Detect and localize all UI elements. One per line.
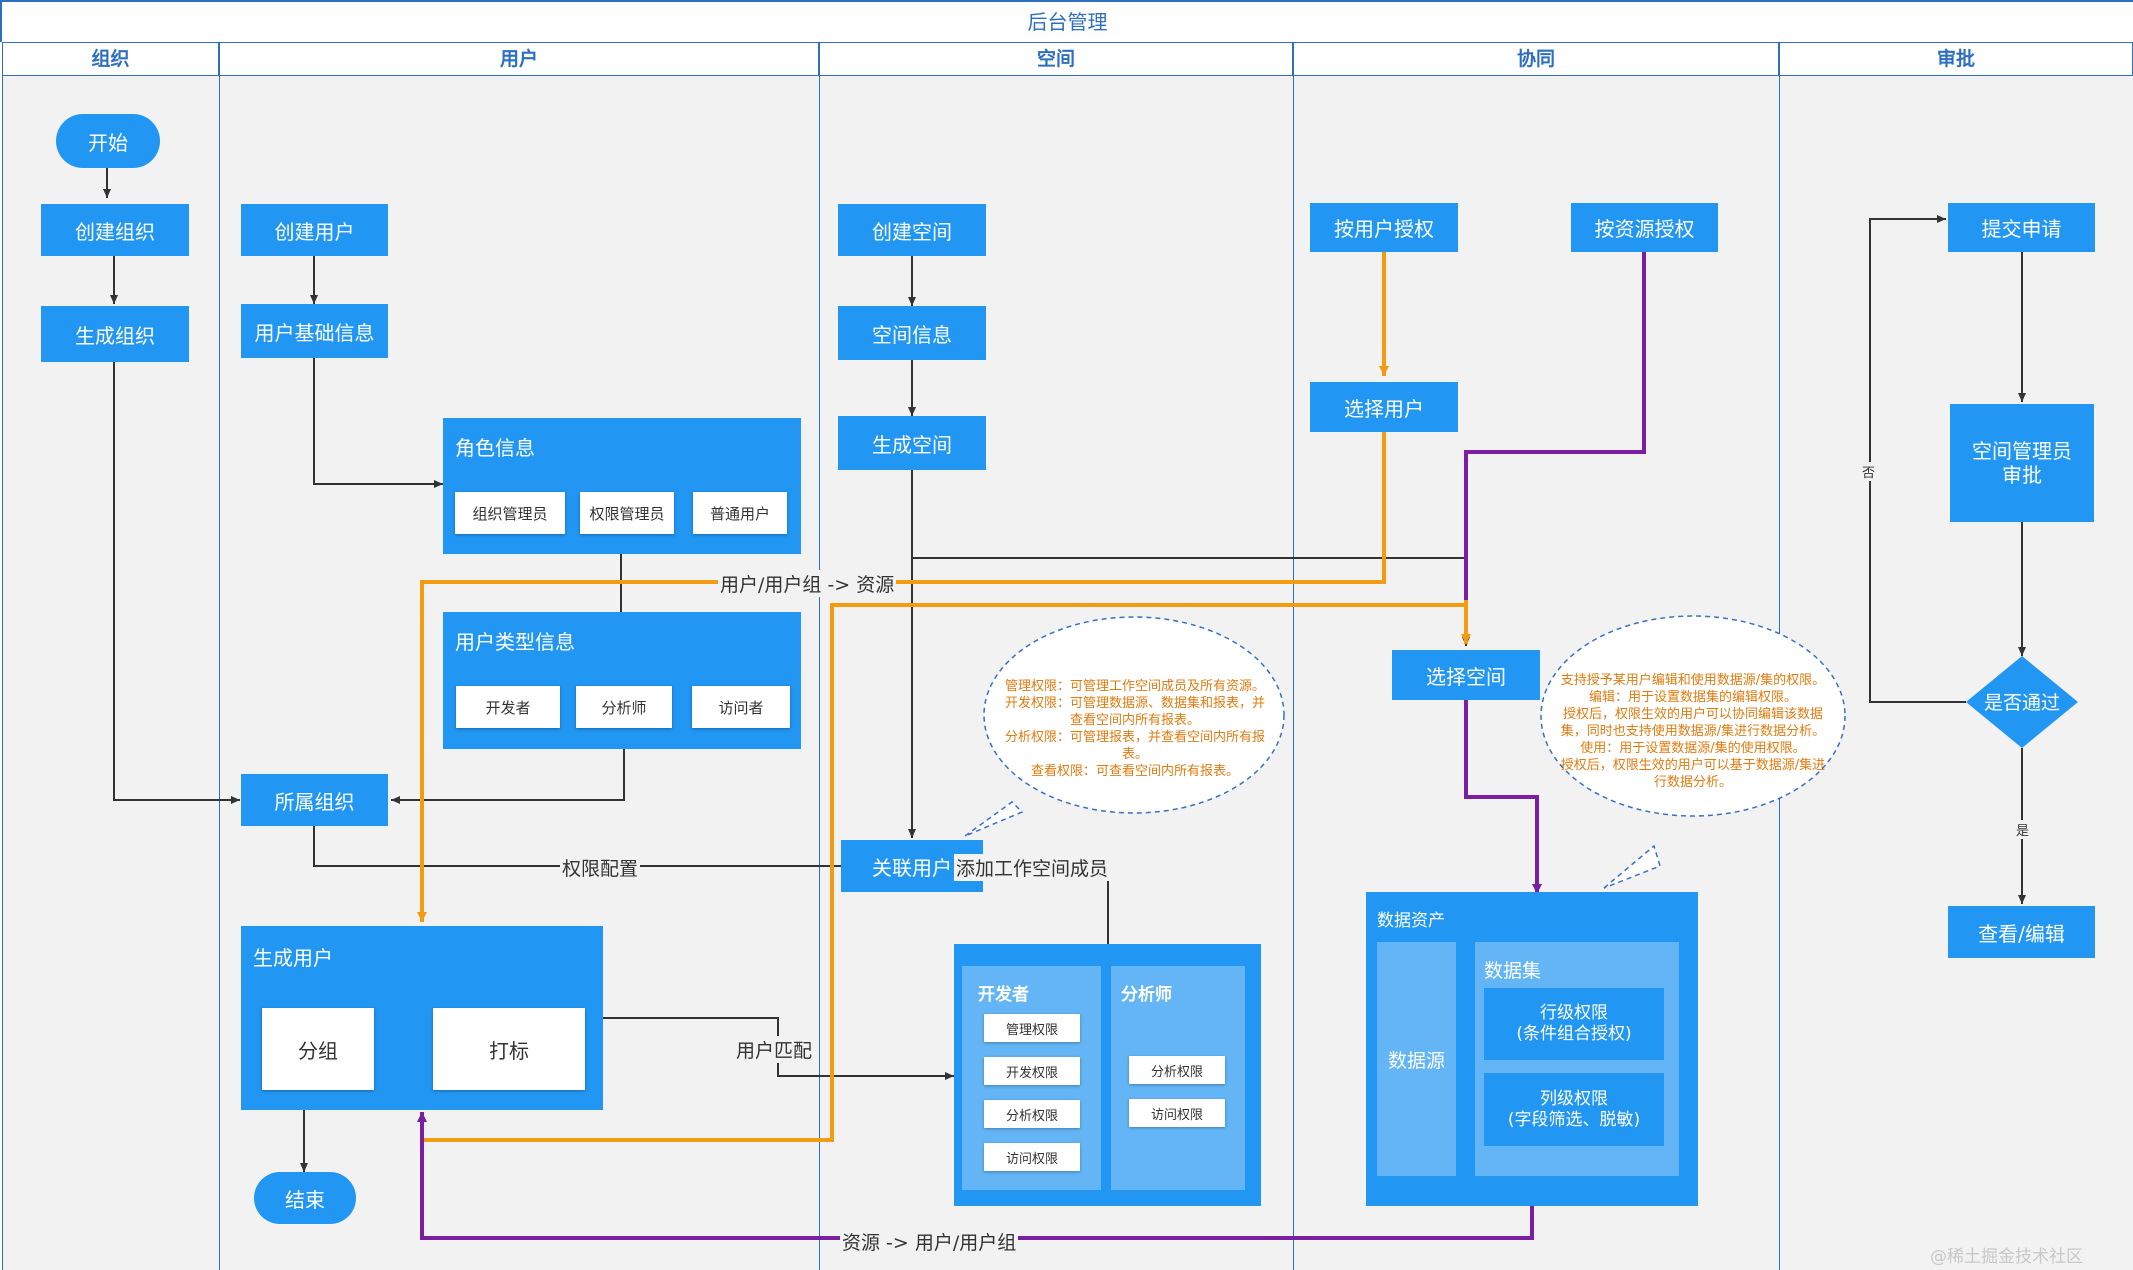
role-info-container: 角色信息 组织管理员 权限管理员 普通用户 xyxy=(443,418,801,554)
collab-note-tail xyxy=(1603,844,1661,889)
edge-generate-org-belong xyxy=(113,362,240,804)
no-label: 否 xyxy=(1862,462,1876,481)
dev-perm-manage[interactable]: 管理权限 xyxy=(984,1014,1080,1042)
analyst-perm-visit[interactable]: 访问权限 xyxy=(1129,1099,1225,1127)
select-user-node[interactable]: 选择用户 xyxy=(1310,382,1458,432)
collab-note-bubble xyxy=(1540,615,1846,817)
dev-perm-visit[interactable]: 访问权限 xyxy=(984,1143,1080,1171)
edge-label-user-to-resource: 用户/用户组 -> 资源 xyxy=(718,570,897,597)
start-node[interactable]: 开始 xyxy=(56,114,160,168)
column-level-perm[interactable]: 列级权限 (字段筛选、脱敏) xyxy=(1484,1073,1664,1146)
watermark: @稀土掘金技术社区 xyxy=(1930,1247,2083,1267)
page-title: 后台管理 xyxy=(0,0,2133,42)
edge-pass-no-loop xyxy=(1869,215,1966,703)
select-space-node[interactable]: 选择空间 xyxy=(1392,650,1540,700)
decision-diamond xyxy=(1966,656,2078,748)
edge-by-resource xyxy=(1464,252,1646,600)
developer-title: 开发者 xyxy=(978,985,1029,1005)
edge-label-add-member: 添加工作空间成员 xyxy=(954,854,1111,881)
create-org-node[interactable]: 创建组织 xyxy=(41,204,189,256)
role-perm-admin[interactable]: 权限管理员 xyxy=(580,492,674,534)
edge-select-space-assets xyxy=(1464,700,1542,894)
datasource-panel[interactable]: 数据源 xyxy=(1377,942,1456,1176)
user-type-container: 用户类型信息 开发者 分析师 访问者 xyxy=(443,612,801,749)
by-user-auth-node[interactable]: 按用户授权 xyxy=(1310,203,1458,252)
lane-header-approval: 审批 xyxy=(1779,42,2133,76)
user-type-title: 用户类型信息 xyxy=(455,630,575,654)
dataset-title: 数据集 xyxy=(1484,960,1542,982)
space-roles-container: 开发者 管理权限 开发权限 分析权限 访问权限 分析师 分析权限 访问权限 xyxy=(954,944,1261,1206)
edge-label-perm-config: 权限配置 xyxy=(560,854,641,881)
analyst-title: 分析师 xyxy=(1121,985,1172,1005)
decision-label[interactable]: 是否通过 xyxy=(1983,692,2060,714)
dev-perm-develop[interactable]: 开发权限 xyxy=(984,1057,1080,1085)
generate-user-title: 生成用户 xyxy=(253,946,333,970)
lane-approval-body xyxy=(1779,76,2133,1270)
analyst-panel: 分析师 分析权限 访问权限 xyxy=(1111,966,1245,1190)
submit-request-node[interactable]: 提交申请 xyxy=(1948,203,2095,252)
yes-label: 是 xyxy=(2016,820,2030,839)
role-info-title: 角色信息 xyxy=(455,436,535,460)
user-basic-info-node[interactable]: 用户基础信息 xyxy=(241,304,388,358)
edge-belong-link xyxy=(313,826,841,867)
role-normal-user[interactable]: 普通用户 xyxy=(693,492,787,534)
lane-org-body xyxy=(2,76,220,1270)
dev-perm-analyze[interactable]: 分析权限 xyxy=(984,1100,1080,1128)
dataset-panel: 数据集 行级权限 (条件组合授权) 列级权限 (字段筛选、脱敏) xyxy=(1475,942,1679,1176)
space-info-node[interactable]: 空间信息 xyxy=(838,306,986,360)
space-note-tail xyxy=(964,801,1024,837)
row-level-perm[interactable]: 行级权限 (条件组合授权) xyxy=(1484,988,1664,1060)
data-assets-container: 数据资产 数据源 数据集 行级权限 (条件组合授权) 列级权限 (字段筛选、脱敏… xyxy=(1366,892,1698,1206)
type-visitor[interactable]: 访问者 xyxy=(692,686,790,728)
edge-label-user-match: 用户匹配 xyxy=(734,1036,815,1063)
create-user-node[interactable]: 创建用户 xyxy=(241,204,388,256)
type-analyst[interactable]: 分析师 xyxy=(576,686,672,728)
role-org-admin[interactable]: 组织管理员 xyxy=(455,492,565,534)
generate-user-container: 生成用户 分组 打标 xyxy=(241,926,603,1110)
space-note-bubble xyxy=(983,616,1285,814)
lane-header-org: 组织 xyxy=(2,42,219,76)
space-perm-note: 管理权限：可管理工作空间成员及所有资源。 开发权限：可管理数据源、数据集和报表，… xyxy=(1004,679,1265,779)
lane-header-user: 用户 xyxy=(219,42,819,76)
edge-type-belong xyxy=(391,749,625,804)
type-developer[interactable]: 开发者 xyxy=(456,686,560,728)
tag-button[interactable]: 打标 xyxy=(433,1008,585,1090)
space-admin-approve-node[interactable]: 空间管理员 审批 xyxy=(1950,404,2094,522)
create-space-node[interactable]: 创建空间 xyxy=(838,204,986,256)
group-button[interactable]: 分组 xyxy=(262,1008,374,1090)
generate-space-node[interactable]: 生成空间 xyxy=(838,416,986,470)
belong-org-node[interactable]: 所属组织 xyxy=(241,774,388,826)
end-node[interactable]: 结束 xyxy=(254,1172,356,1224)
analyst-perm-analyze[interactable]: 分析权限 xyxy=(1129,1056,1225,1084)
view-edit-node[interactable]: 查看/编辑 xyxy=(1948,906,2095,958)
lane-header-space: 空间 xyxy=(819,42,1293,76)
edge-basic-role xyxy=(313,358,443,488)
lane-header-collab: 协同 xyxy=(1293,42,1779,76)
developer-panel: 开发者 管理权限 开发权限 分析权限 访问权限 xyxy=(962,966,1101,1190)
data-assets-title: 数据资产 xyxy=(1377,911,1445,931)
link-user-node[interactable]: 关联用户 xyxy=(841,840,983,892)
edge-user-to-resource xyxy=(417,432,1386,922)
edge-label-resource-to-user: 资源 -> 用户/用户组 xyxy=(840,1228,1019,1255)
by-resource-auth-node[interactable]: 按资源授权 xyxy=(1571,203,1718,252)
collab-perm-note: 支持授予某用户编辑和使用数据源/集的权限。 编辑：用于设置数据集的编辑权限。 授… xyxy=(1560,673,1826,790)
generate-org-node[interactable]: 生成组织 xyxy=(41,306,189,362)
